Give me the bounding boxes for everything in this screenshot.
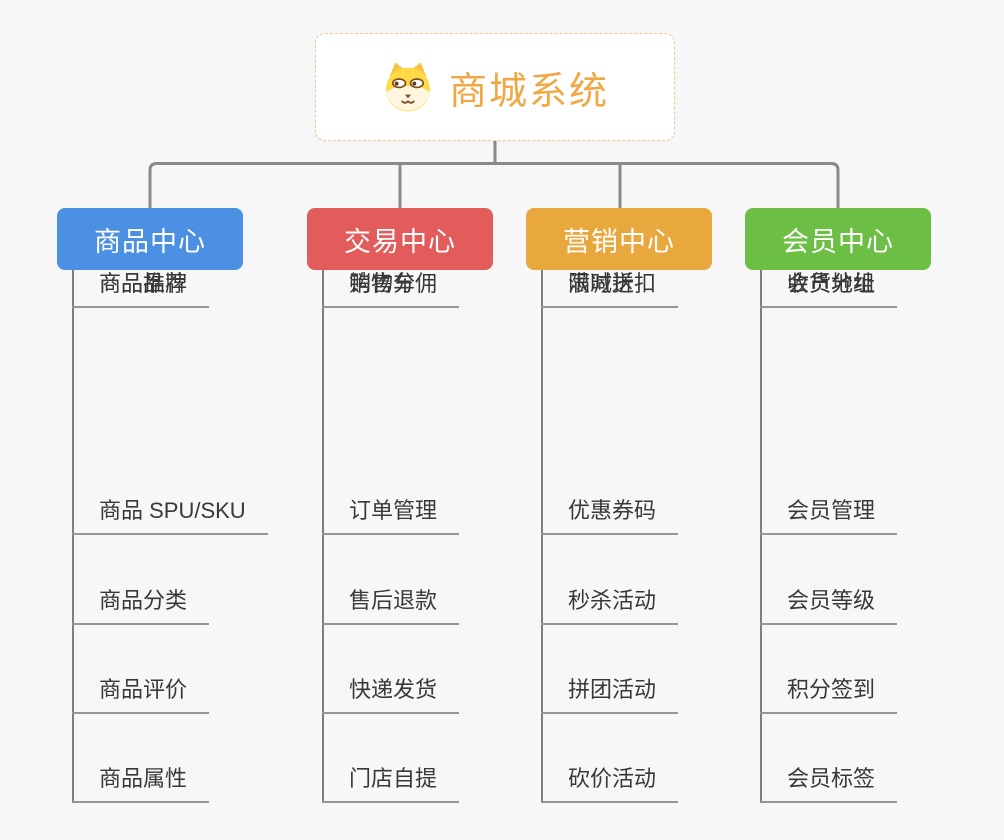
branch-product-center: 商品中心 商品 SPU/SKU 商品分类 商品评价 商品属性 商品推荐 商品品牌 xyxy=(57,208,317,808)
branch-item[interactable]: 商品属性 xyxy=(72,765,210,803)
branch-item[interactable]: 售后退款 xyxy=(322,587,460,625)
branch-marketing-center: 营销中心 优惠券码 秒杀活动 拼团活动 砍价活动 限时折扣 满减送 xyxy=(526,208,786,808)
branch-item[interactable]: 会员标签 xyxy=(760,765,898,803)
trunk-line xyxy=(322,270,324,803)
branch-item[interactable]: 商品分类 xyxy=(72,587,210,625)
branch-item[interactable]: 收货地址 xyxy=(760,270,898,308)
branch-header-product-center[interactable]: 商品中心 xyxy=(57,208,243,270)
branch-item[interactable]: 商品 SPU/SKU xyxy=(72,497,268,535)
root-title: 商城系统 xyxy=(448,70,609,113)
branch-member-center: 会员中心 会员管理 会员等级 积分签到 会员标签 会员分组 收货地址 xyxy=(745,208,1004,808)
branch-item[interactable]: 销售分佣 xyxy=(322,270,460,308)
trunk-line xyxy=(541,270,543,803)
trunk-line xyxy=(72,270,74,803)
branch-item[interactable]: 会员管理 xyxy=(760,497,898,535)
branch-item[interactable]: 订单管理 xyxy=(322,497,460,535)
branch-trade-center: 交易中心 订单管理 售后退款 快递发货 门店自提 购物车 销售分佣 xyxy=(307,208,567,808)
branch-item[interactable]: 商品品牌 xyxy=(72,270,210,308)
root-node[interactable]: 商城系统 xyxy=(315,33,675,141)
branch-item[interactable]: 满减送 xyxy=(541,270,657,308)
branch-item[interactable]: 商品评价 xyxy=(72,676,210,714)
branch-item[interactable]: 优惠券码 xyxy=(541,497,679,535)
branch-header-marketing-center[interactable]: 营销中心 xyxy=(526,208,712,270)
branch-item[interactable]: 积分签到 xyxy=(760,676,898,714)
branch-item[interactable]: 快递发货 xyxy=(322,676,460,714)
branch-header-trade-center[interactable]: 交易中心 xyxy=(307,208,493,270)
branch-item[interactable]: 会员等级 xyxy=(760,587,898,625)
shiba-dog-icon xyxy=(386,62,430,112)
branch-item[interactable]: 门店自提 xyxy=(322,765,460,803)
branch-item[interactable]: 砍价活动 xyxy=(541,765,679,803)
branch-header-member-center[interactable]: 会员中心 xyxy=(745,208,931,270)
branch-item[interactable]: 秒杀活动 xyxy=(541,587,679,625)
branch-item[interactable]: 拼团活动 xyxy=(541,676,679,714)
trunk-line xyxy=(760,270,762,803)
